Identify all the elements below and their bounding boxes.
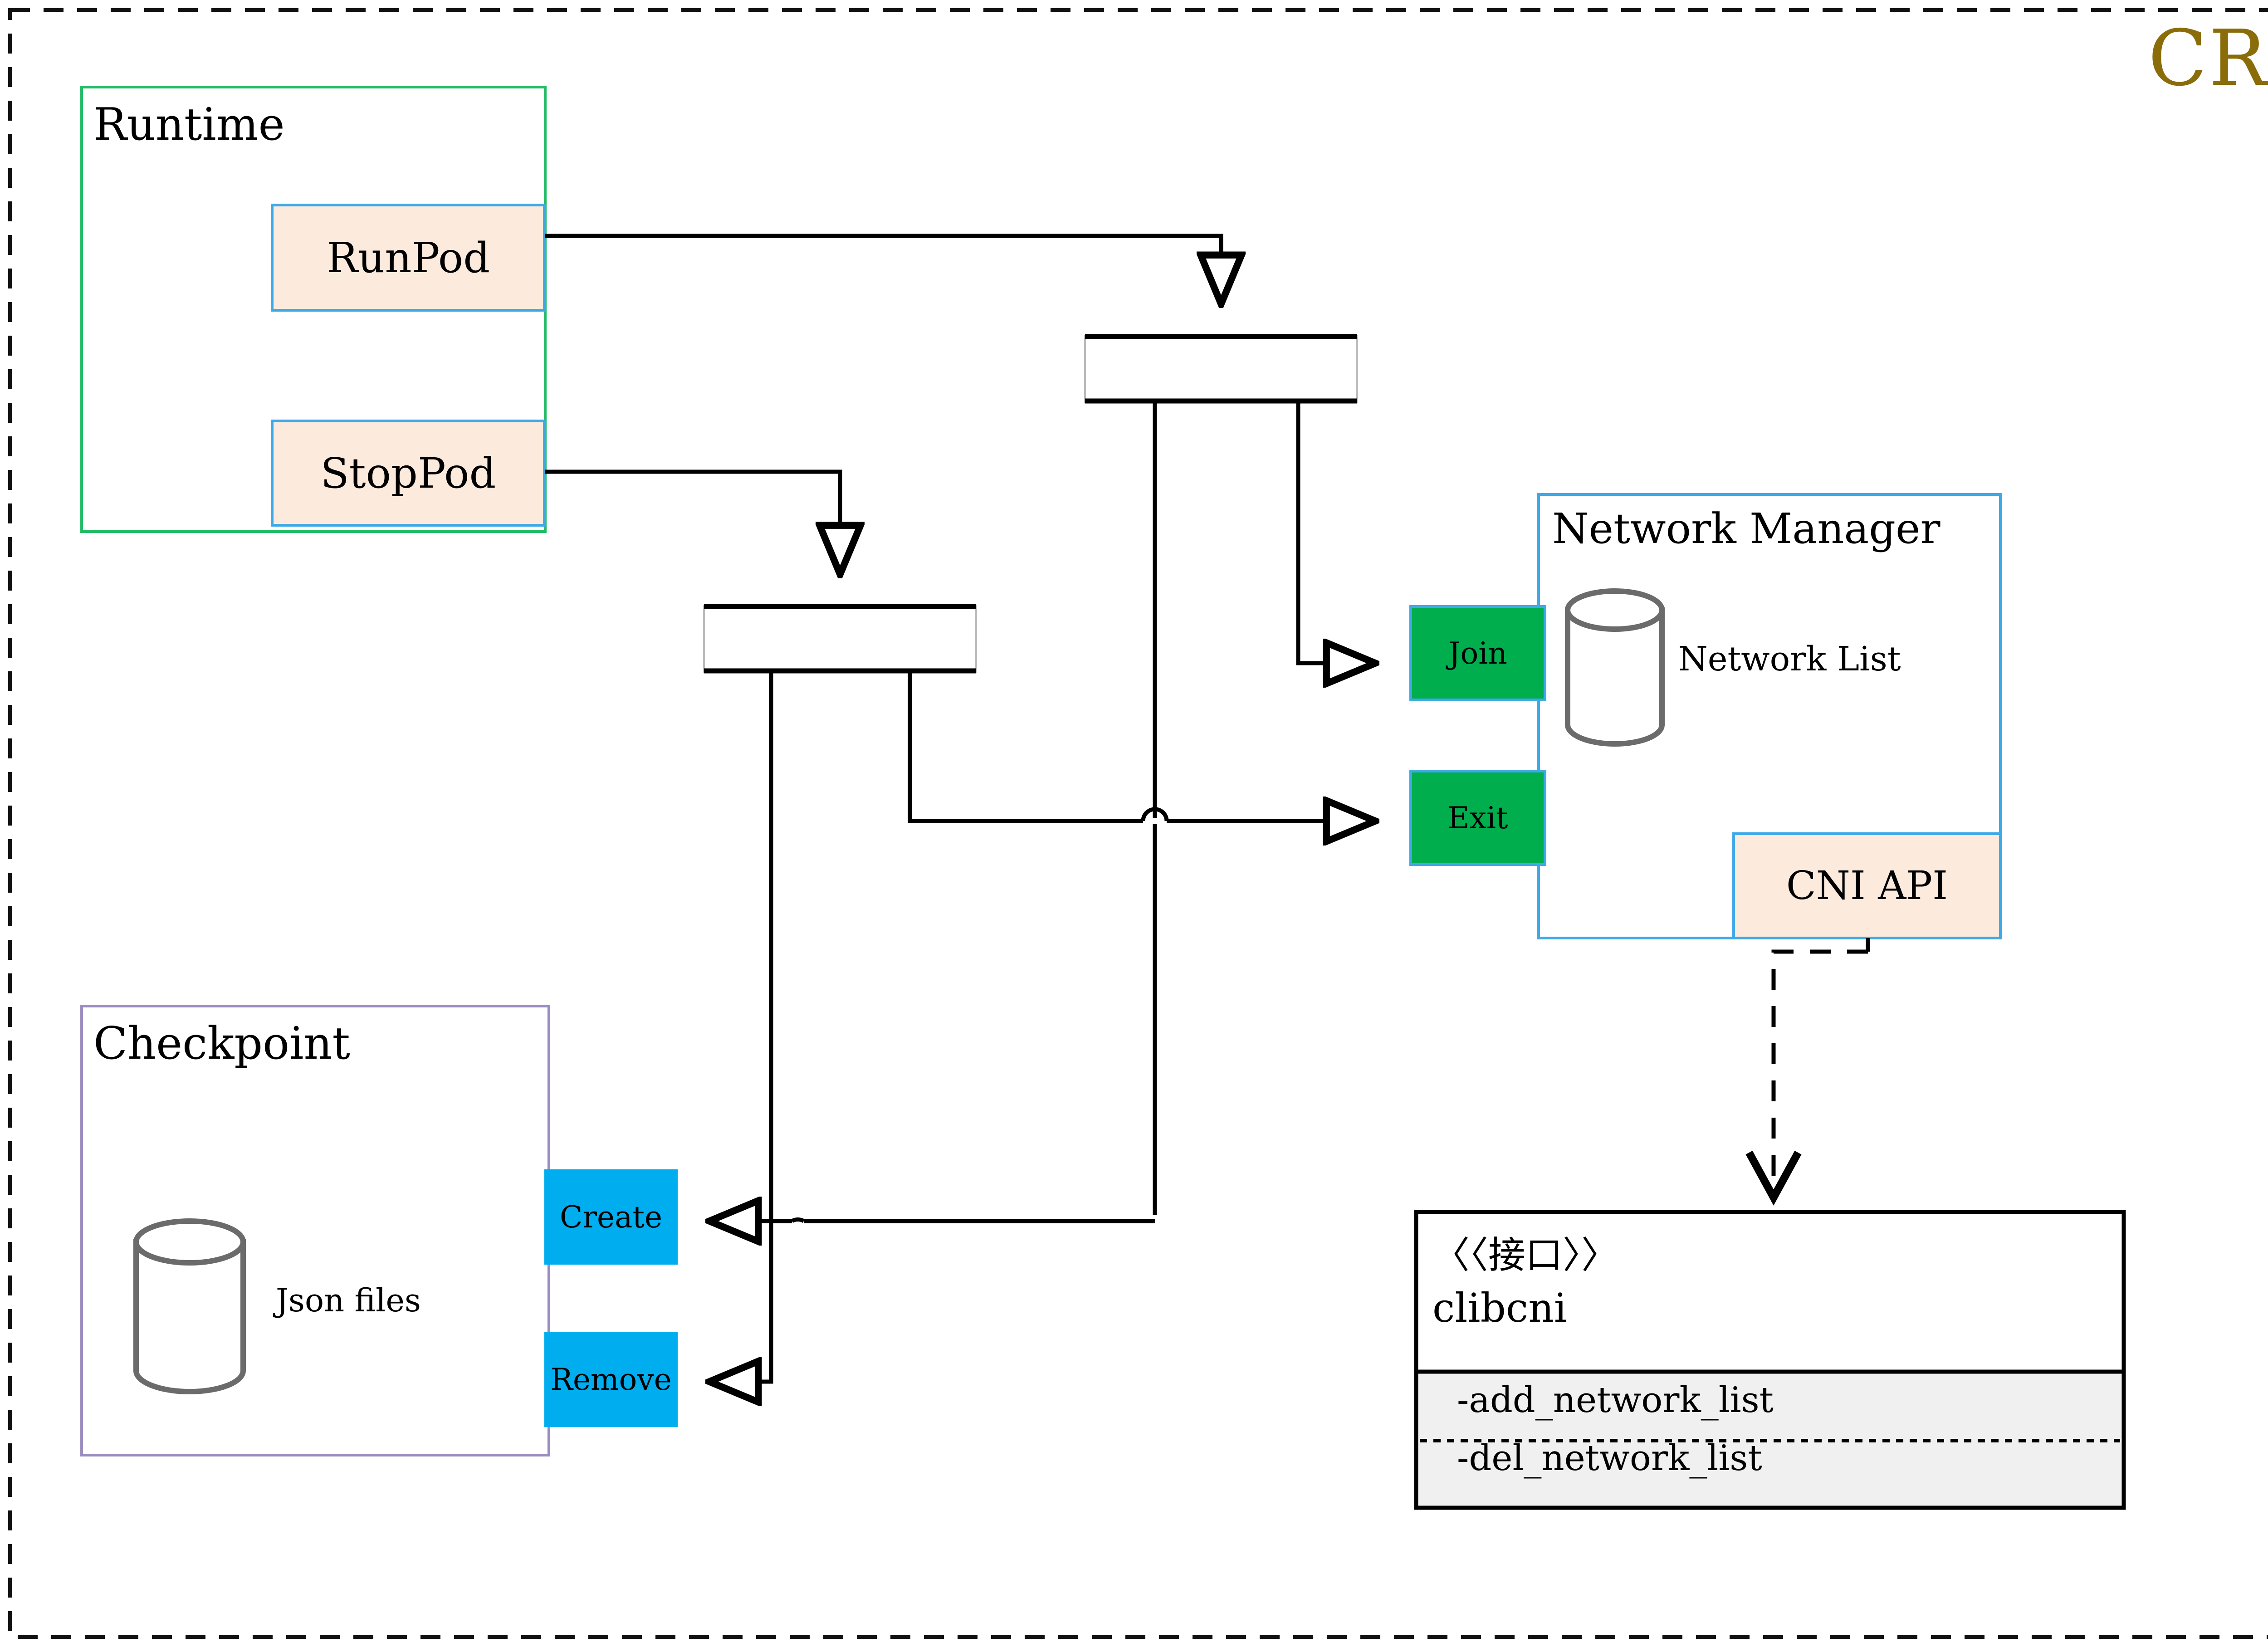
network-list-label: Network List [1678, 640, 1901, 679]
clibcni-operation-del: -del_network_list [1457, 1438, 1762, 1479]
runpod-label[interactable]: RunPod [326, 233, 490, 282]
outer-frame [8, 8, 2268, 1639]
cni-api-box [1732, 832, 2002, 939]
bar-runpod-shape [1084, 334, 1358, 404]
join-box [1409, 605, 1546, 701]
diagram-title: CRI [2148, 14, 2268, 103]
create-box [544, 1169, 678, 1265]
checkpoint-group-label: Checkpoint [93, 1018, 350, 1070]
network-manager-group-label: Network Manager [1552, 504, 1941, 553]
bar-stoppod-shape [703, 604, 977, 674]
clibcni-operation-add: -add_network_list [1457, 1380, 1774, 1421]
clibcni-stereotype: 〈〈接口〉〉 [1432, 1234, 1619, 1277]
connector-cniapi-to-clibcni [1745, 938, 1870, 1206]
runpod-box [271, 204, 546, 312]
runtime-group-label: Runtime [93, 99, 285, 151]
connector-bar2-to-remove [709, 672, 773, 1382]
cni-api-label[interactable]: CNI API [1786, 863, 1948, 909]
stoppod-label[interactable]: StopPod [320, 449, 496, 498]
connector-runpod-to-bar1 [545, 234, 1221, 305]
clibcni-name: clibcni [1432, 1285, 1567, 1331]
network-list-cylinder-icon [1565, 588, 1665, 747]
connector-bar2-to-exit [908, 672, 1376, 821]
clibcni-class-shape [1414, 1210, 2126, 1510]
json-files-label: Json files [276, 1282, 421, 1319]
connector-bar1-to-create [709, 402, 1169, 1221]
join-label[interactable]: Join [1448, 635, 1507, 671]
connector-stoppod-to-bar2 [545, 469, 840, 575]
stoppod-box [271, 420, 546, 527]
json-files-cylinder-icon [133, 1218, 246, 1394]
remove-label[interactable]: Remove [550, 1362, 672, 1397]
connector-bar1-to-join [1296, 402, 1376, 663]
remove-box [544, 1332, 678, 1427]
exit-label[interactable]: Exit [1447, 800, 1508, 836]
create-label[interactable]: Create [559, 1199, 663, 1235]
